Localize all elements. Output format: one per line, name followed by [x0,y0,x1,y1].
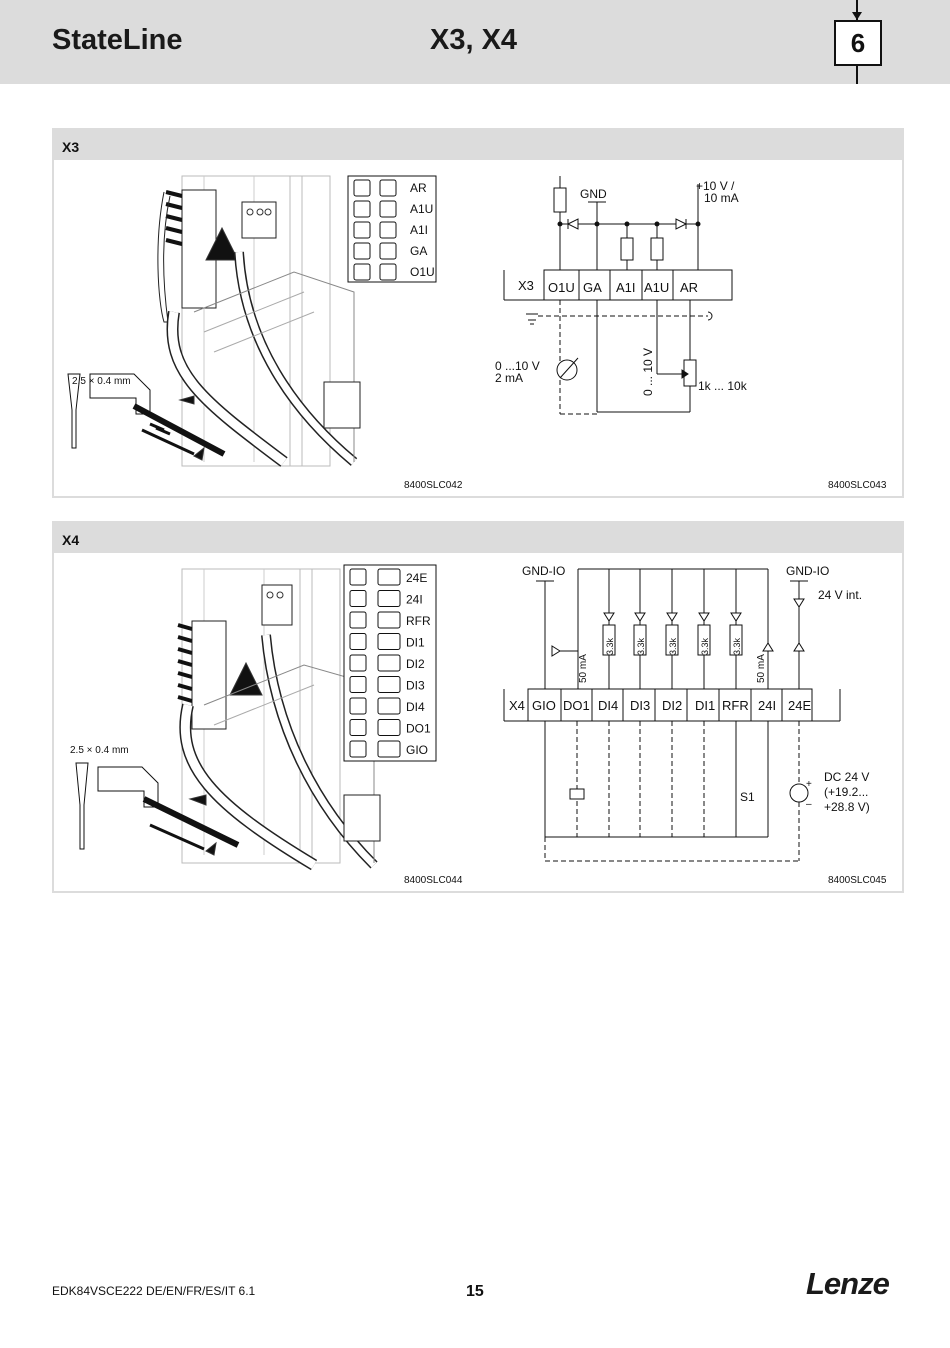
x3-meter-line1: 0 ...10 V [495,359,540,373]
x4-terminal-drawing [75,568,381,871]
x3-terminal-label: O1U [410,265,435,279]
x3-terminal-label: A1U [410,202,433,216]
x4-gnd-left: GND-IO [522,564,565,578]
x3-supply-line2: 10 mA [704,191,739,205]
x4-terminal-label: DI4 [406,700,425,714]
x4-panel: X4 2.5 × 0.4 mm [52,521,904,893]
x4-minus: – [806,799,812,810]
x3-pin: A1U [644,280,669,295]
x3-figure-code-left: 8400SLC042 [404,480,463,491]
lenze-logo: Lenze [806,1266,890,1301]
x4-dc-line3: +28.8 V) [824,800,870,814]
x3-wire-note: 2.5 × 0.4 mm [72,376,131,387]
x4-switch-label: S1 [740,790,755,804]
page-header: StateLine X3, X4 6 [0,0,950,84]
x3-vertical-range: 0 ... 10 V [641,348,655,396]
x3-pin: O1U [548,280,575,295]
x4-pin: DI3 [630,698,650,713]
x3-meter-line2: 2 mA [495,371,523,385]
x4-resistor-label: 3.3k [668,637,678,655]
x4-heading: X4 [54,523,902,553]
x4-resistor-label: 3.3k [732,637,742,655]
brand-title: StateLine [52,24,183,56]
x4-figure-code-right: 8400SLC045 [828,875,887,886]
x4-illustration: 2.5 × 0.4 mm 24E 24I RFR DI1 DI2 DI3 DI4… [70,564,870,871]
x4-terminal-label: 24I [406,593,423,607]
x4-resistor-label: 3.3k [636,637,646,655]
x3-pin: A1I [616,280,636,295]
x4-pin: DI1 [695,698,715,713]
x3-terminal-label: A1I [410,223,428,237]
x4-gnd-right: GND-IO [786,564,829,578]
x4-pin: RFR [722,698,749,713]
x4-current-right: 50 mA [756,654,767,683]
x4-terminal-label: GIO [406,743,428,757]
x4-terminal-label: DI2 [406,657,425,671]
x4-terminal-label: DO1 [406,722,431,736]
chapter-number: 6 [834,20,882,66]
x3-gnd-label: GND [580,187,607,201]
x4-resistor-label: 3.3k [700,637,710,655]
x4-pin: 24I [758,698,776,713]
chapter-marker-line [856,64,858,84]
x3-terminal-label: AR [410,181,427,195]
chapter-marker-line [856,0,858,22]
x4-terminal-label: RFR [406,614,431,628]
x3-terminal-drawing [67,175,361,467]
x3-circuit [503,176,733,415]
x3-illustration: 2.5 × 0.4 mm AR A1U A1I GA O1U [67,175,748,467]
x3-panel: X3 [52,128,904,498]
x3-heading: X3 [54,130,902,160]
x4-terminal-label: 24E [406,571,427,585]
x4-int-supply: 24 V int. [818,588,862,602]
x4-dc-line2: (+19.2... [824,785,868,799]
x4-plus: + [806,779,812,790]
x3-pin: AR [680,280,698,295]
x4-terminal-label: DI3 [406,679,425,693]
x4-figure-code-left: 8400SLC044 [404,875,463,886]
x3-terminal-table [347,175,437,283]
x4-pin: 24E [788,698,811,713]
x4-pin: DO1 [563,698,590,713]
x4-terminal-label: DI1 [406,636,425,650]
x4-connector-label: X4 [509,698,525,713]
x4-terminal-table [343,564,437,762]
x4-pin: DI4 [598,698,618,713]
x3-pin: GA [583,280,602,295]
x4-pin: DI2 [662,698,682,713]
x3-terminal-label: GA [410,244,427,258]
document-id: EDK84VSCE222 DE/EN/FR/ES/IT 6.1 [52,1284,256,1298]
x4-resistor-label: 3.3k [605,637,615,655]
x4-circuit [503,568,841,862]
x4-dc-line1: DC 24 V [824,770,869,784]
page-title: X3, X4 [430,24,518,56]
x3-pot-label: 1k ... 10k [698,379,748,393]
x3-supply-line1: +10 V / [696,179,735,193]
x3-connector-label: X3 [518,278,534,293]
x3-figure-code-right: 8400SLC043 [828,480,887,491]
page-number: 15 [466,1283,484,1300]
x4-wire-note: 2.5 × 0.4 mm [70,745,129,756]
chapter-arrow-icon [852,12,862,20]
x4-current-left: 50 mA [578,654,589,683]
x4-pin: GIO [532,698,556,713]
